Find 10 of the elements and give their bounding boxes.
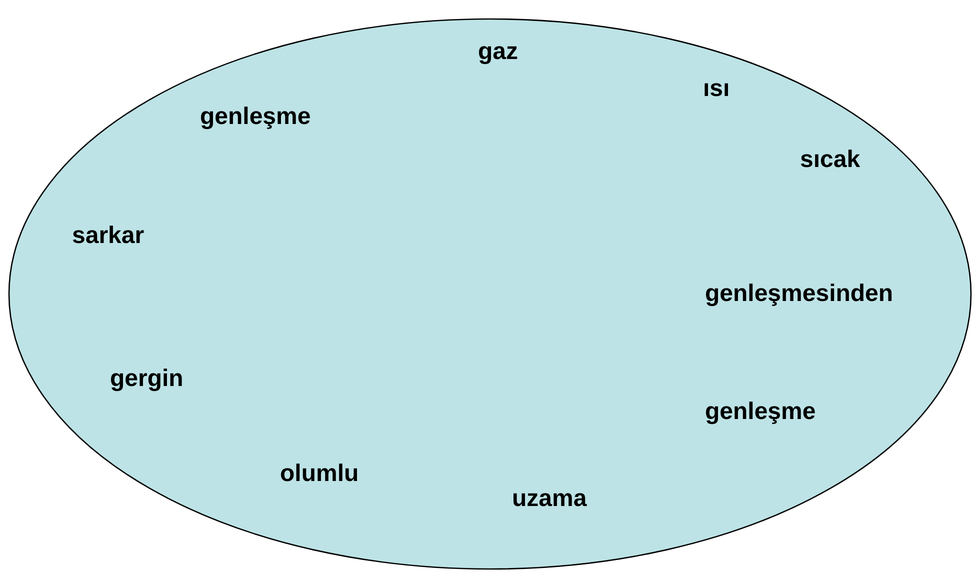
word-label: sıcak bbox=[800, 148, 860, 172]
word-label: olumlu bbox=[280, 462, 359, 486]
word-label: genleşmesinden bbox=[705, 282, 894, 306]
word-label: genleşme bbox=[705, 400, 816, 424]
word-label: gergin bbox=[110, 367, 184, 391]
word-label: genleşme bbox=[200, 105, 311, 129]
word-label: gaz bbox=[478, 40, 518, 64]
word-label: sarkar bbox=[72, 224, 144, 248]
word-label: ısı bbox=[703, 77, 730, 101]
word-label: uzama bbox=[512, 487, 587, 511]
